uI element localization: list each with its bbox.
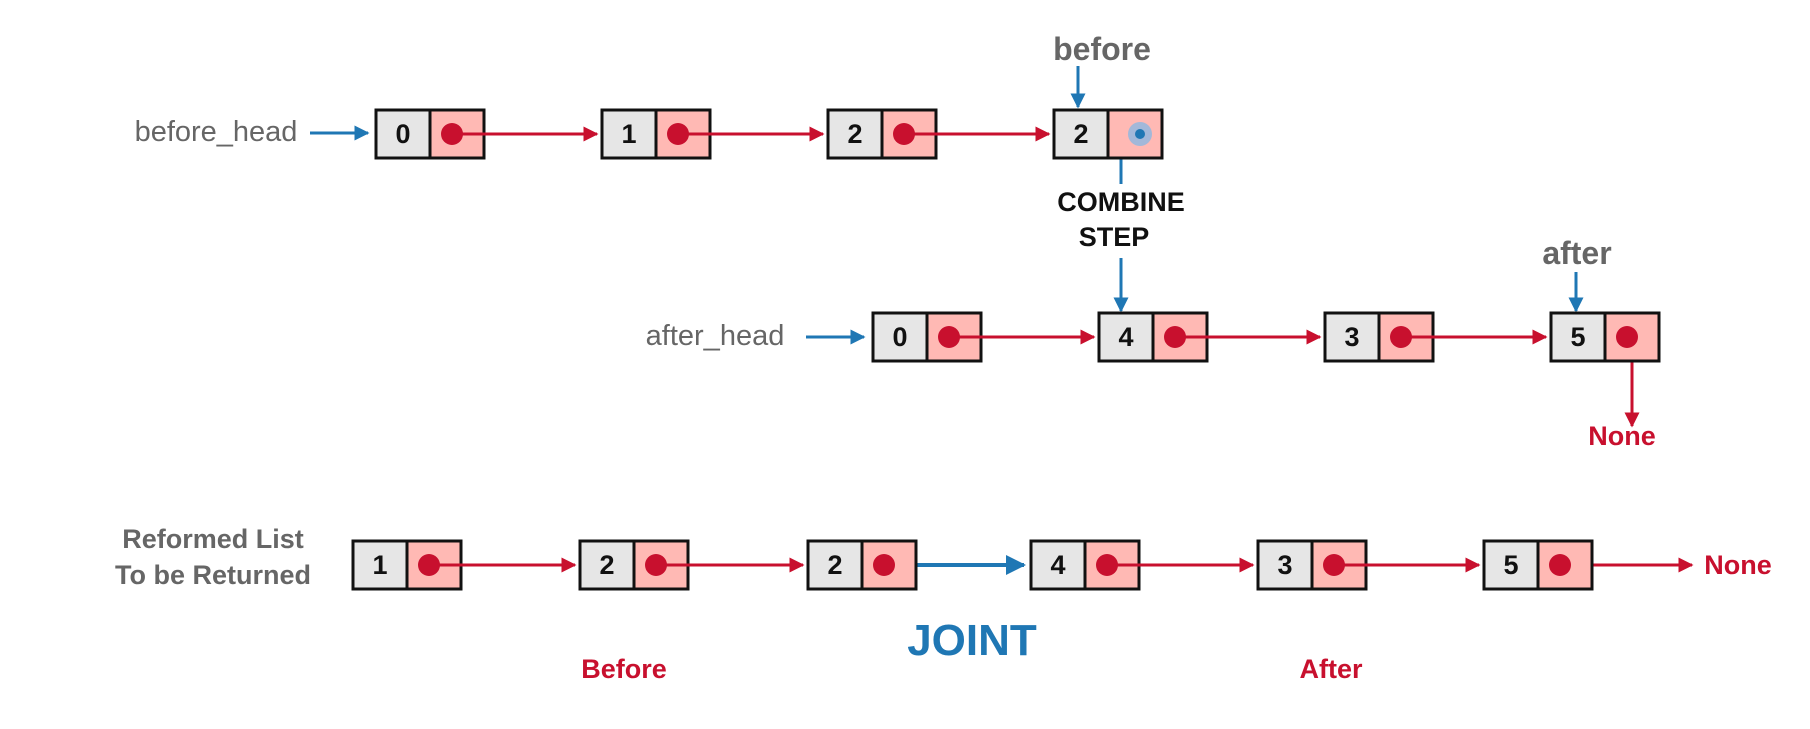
reformed-node-value-cell bbox=[1482, 539, 1540, 591]
reformed-list-node-2: 2 bbox=[806, 539, 918, 591]
reformed-list-label-line2: To be Returned bbox=[115, 560, 311, 590]
after-node-value: 0 bbox=[892, 322, 907, 352]
after-node-pointer-dot bbox=[1616, 326, 1638, 348]
before-node-value: 1 bbox=[621, 119, 636, 149]
reformed-node-value: 4 bbox=[1050, 550, 1065, 580]
before-node-value: 0 bbox=[395, 119, 410, 149]
before-list-node-3: 2 bbox=[1052, 108, 1164, 160]
reformed-list-node-0: 1 bbox=[351, 539, 577, 591]
before-combine-pointer-dot bbox=[1135, 129, 1145, 139]
after-node-value: 5 bbox=[1570, 322, 1585, 352]
after-head-label: after_head bbox=[646, 320, 785, 352]
reformed-list-node-1: 2 bbox=[578, 539, 805, 591]
reformed-node-pointer-dot bbox=[873, 554, 895, 576]
after-list-node-3: 5 bbox=[1549, 311, 1661, 363]
none-label-reformed-list: None bbox=[1704, 550, 1772, 580]
before-node-value-cell bbox=[600, 108, 658, 160]
before-section-label: Before bbox=[581, 654, 667, 684]
after-pointer-label: after bbox=[1542, 235, 1611, 271]
before-list-node-0: 0 bbox=[374, 108, 599, 160]
reformed-list-node-5: 5 bbox=[1482, 539, 1594, 591]
after-list-node-1: 4 bbox=[1097, 311, 1322, 363]
before-list-node-1: 1 bbox=[600, 108, 825, 160]
joint-label: JOINT bbox=[907, 616, 1037, 665]
after-list-node-0: 0 bbox=[871, 311, 1096, 363]
nodes-layer: 0 1 2 2 0 4 3 5 1 2 2 4 3 5 bbox=[351, 108, 1661, 591]
none-label-after-list: None bbox=[1588, 421, 1656, 451]
before-node-value: 2 bbox=[847, 119, 862, 149]
after-node-value: 3 bbox=[1344, 322, 1359, 352]
combine-step-label-line1: COMBINE bbox=[1057, 187, 1185, 217]
reformed-node-pointer-cell bbox=[1310, 539, 1368, 591]
before-node-pointer-cell bbox=[1106, 108, 1164, 160]
before-node-value-cell bbox=[826, 108, 884, 160]
reformed-node-value: 5 bbox=[1503, 550, 1518, 580]
reformed-node-value: 1 bbox=[372, 550, 387, 580]
after-node-value: 4 bbox=[1118, 322, 1133, 352]
reformed-node-value: 3 bbox=[1277, 550, 1292, 580]
before-pointer-label: before bbox=[1053, 31, 1151, 67]
reformed-list-node-4: 3 bbox=[1256, 539, 1481, 591]
after-node-value-cell bbox=[871, 311, 929, 363]
after-list-node-2: 3 bbox=[1323, 311, 1548, 363]
reformed-node-pointer-dot bbox=[1549, 554, 1571, 576]
before-list-node-2: 2 bbox=[826, 108, 1051, 160]
after-section-label: After bbox=[1299, 654, 1362, 684]
before-head-label: before_head bbox=[135, 116, 298, 148]
reformed-list-label-line1: Reformed List bbox=[122, 524, 304, 554]
combine-step-label-line2: STEP bbox=[1079, 222, 1150, 252]
reformed-list-node-3: 4 bbox=[1029, 539, 1255, 591]
reformed-node-value-cell bbox=[806, 539, 864, 591]
after-node-value-cell bbox=[1323, 311, 1381, 363]
reformed-node-value-cell bbox=[1029, 539, 1087, 591]
reformed-node-value: 2 bbox=[827, 550, 842, 580]
reformed-node-value-cell bbox=[351, 539, 409, 591]
reformed-node-value: 2 bbox=[599, 550, 614, 580]
before-node-value: 2 bbox=[1073, 119, 1088, 149]
before-node-value-cell bbox=[1052, 108, 1110, 160]
